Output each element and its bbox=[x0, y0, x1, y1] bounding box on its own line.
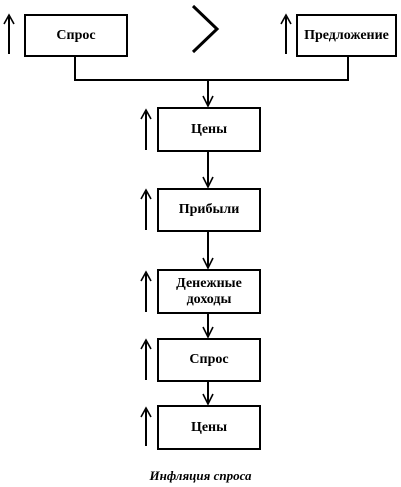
up-arrow-icon bbox=[140, 108, 152, 150]
up-arrow-icon bbox=[280, 13, 292, 54]
profits-box: Прибыли bbox=[157, 188, 261, 232]
diagram-caption: Инфляция спроса bbox=[149, 468, 252, 483]
merge-connector bbox=[74, 56, 349, 106]
prices-box: Цены bbox=[157, 107, 261, 152]
demand-box: Спрос bbox=[24, 14, 128, 57]
up-arrow-icon bbox=[140, 188, 152, 230]
greater-than-sign-icon bbox=[191, 4, 220, 54]
up-arrow-icon bbox=[140, 406, 152, 446]
demand-chain-box: Спрос bbox=[157, 338, 261, 382]
money-income-box: Денежные доходы bbox=[157, 269, 261, 314]
up-arrow-icon bbox=[140, 270, 152, 312]
prices-final-box: Цены bbox=[157, 405, 261, 450]
up-arrow-icon bbox=[3, 13, 15, 54]
supply-box: Предложение bbox=[296, 14, 397, 57]
up-arrow-icon bbox=[140, 338, 152, 380]
